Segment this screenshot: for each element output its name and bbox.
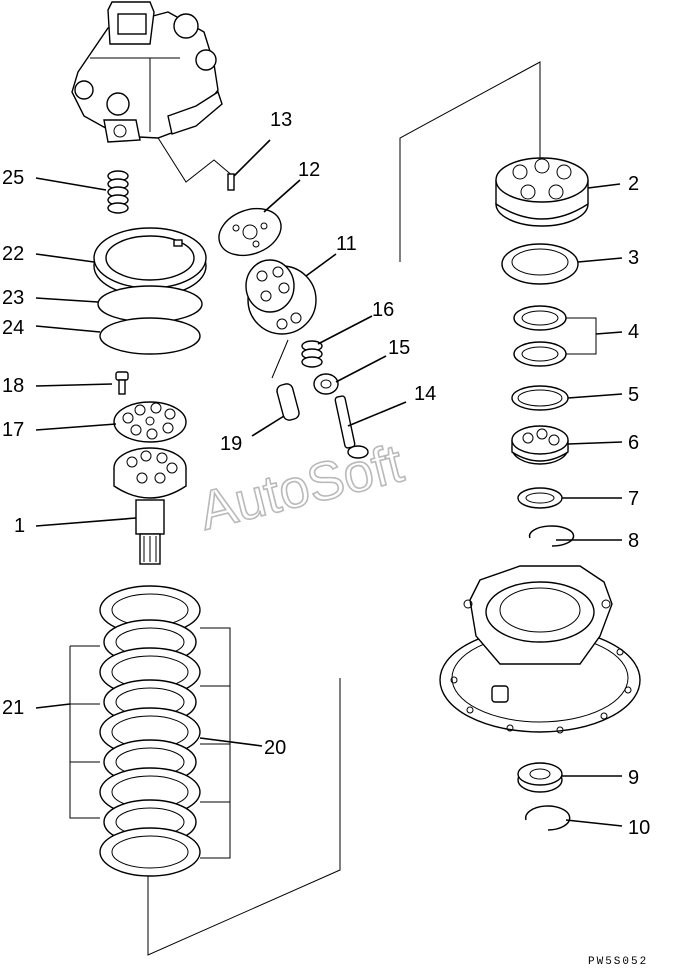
collar-15 — [313, 373, 339, 395]
o-ring-23 — [97, 285, 203, 323]
bearing-6 — [511, 425, 569, 465]
callout-17: 17 — [2, 419, 24, 441]
callout-10: 10 — [628, 817, 650, 839]
callout-9: 9 — [628, 767, 639, 789]
bolt-18 — [115, 371, 129, 395]
callout-23: 23 — [2, 287, 24, 309]
ring-5-inner — [517, 389, 563, 407]
callout-13: 13 — [270, 109, 292, 131]
callout-7: 7 — [628, 488, 639, 510]
spring-25 — [107, 170, 129, 214]
nut-9 — [517, 762, 563, 793]
callout-labels: 25 22 23 24 18 17 1 21 20 13 12 11 16 15… — [2, 109, 650, 839]
guide-line-top-right — [399, 61, 541, 262]
callout-6: 6 — [628, 432, 639, 454]
valve-body-block — [71, 1, 223, 143]
callout-5: 5 — [628, 384, 639, 406]
guide-line-valve-to-plate — [147, 121, 235, 183]
drawing-code: PW5S052 — [588, 956, 648, 968]
motor-housing — [439, 565, 641, 734]
callout-19: 19 — [220, 433, 242, 455]
shaft-1 — [113, 447, 187, 565]
callout-25: 25 — [2, 167, 24, 189]
callout-3: 3 — [628, 247, 639, 269]
pin-14 — [334, 395, 369, 459]
callout-14: 14 — [414, 383, 436, 405]
shim-4a-inner — [521, 310, 559, 326]
callout-8: 8 — [628, 530, 639, 552]
circlip-8 — [528, 525, 575, 547]
callout-12: 12 — [298, 159, 320, 181]
cylinder-block-11 — [245, 259, 317, 335]
circlip-10 — [525, 805, 571, 831]
callout-4: 4 — [628, 321, 639, 343]
callout-20: 20 — [264, 737, 286, 759]
callout-18: 18 — [2, 375, 24, 397]
guide-line-bottom — [147, 678, 341, 956]
valve-plate-12 — [218, 207, 282, 257]
seal-3 — [501, 243, 579, 285]
callout-21: 21 — [2, 697, 24, 719]
callout-15: 15 — [388, 337, 410, 359]
bearing-2 — [495, 157, 589, 227]
callout-11: 11 — [336, 233, 357, 255]
bracket-20 — [200, 627, 231, 859]
piston-19 — [276, 383, 300, 421]
bracket-21 — [69, 646, 100, 819]
ring-22 — [93, 227, 207, 297]
washer-7-inner — [525, 492, 555, 504]
spring-16 — [301, 340, 323, 368]
callout-22: 22 — [2, 243, 24, 265]
callout-2: 2 — [628, 173, 639, 195]
pin-13 — [227, 173, 235, 191]
shim-4b-inner — [521, 346, 559, 362]
plate-17 — [113, 401, 187, 443]
o-ring-24 — [99, 317, 201, 355]
guide-line-pistons — [271, 339, 289, 379]
callout-24: 24 — [2, 317, 24, 339]
disc-stack — [99, 585, 201, 877]
callout-16: 16 — [372, 299, 394, 321]
leader-lines — [35, 139, 623, 827]
bracket-4 — [566, 317, 597, 355]
assembly-guide-lines — [147, 61, 541, 956]
callout-1: 1 — [14, 515, 25, 537]
washer-7 — [517, 487, 563, 509]
